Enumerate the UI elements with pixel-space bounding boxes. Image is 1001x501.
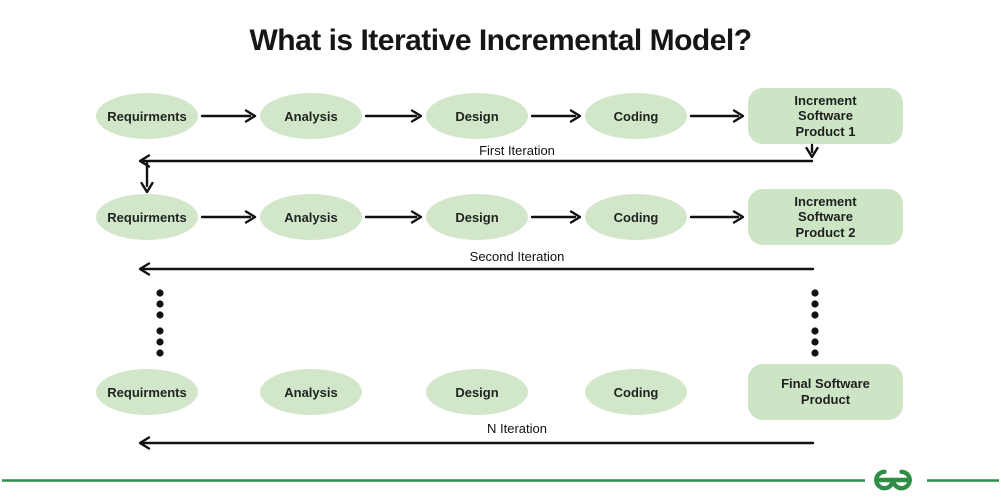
product-box-increment-2: Increment Software Product 2: [748, 189, 903, 245]
diagram-title: What is Iterative Incremental Model?: [249, 24, 752, 57]
stage-ellipse-coding-row1: Coding: [585, 93, 687, 139]
geeksforgeeks-logo-icon: [874, 469, 912, 491]
stage-ellipse-requirments-row2: Requirments: [96, 194, 198, 240]
product-box-final: Final Software Product: [748, 364, 903, 420]
continuation-dots-right: [811, 289, 819, 357]
stage-ellipse-analysis-row2: Analysis: [260, 194, 362, 240]
stage-ellipse-design-row3: Design: [426, 369, 528, 415]
stage-ellipse-coding-row3: Coding: [585, 369, 687, 415]
second-iteration-arrow: [138, 262, 815, 276]
stage-ellipse-analysis-row1: Analysis: [260, 93, 362, 139]
product-box-increment-1: Increment Software Product 1: [748, 88, 903, 144]
stage-ellipse-coding-row2: Coding: [585, 194, 687, 240]
stage-ellipse-design-row1: Design: [426, 93, 528, 139]
stage-ellipse-analysis-row3: Analysis: [260, 369, 362, 415]
second-iteration-label: Second Iteration: [469, 249, 565, 264]
stage-ellipse-requirments-row1: Requirments: [96, 93, 198, 139]
first-iteration-label: First Iteration: [479, 143, 555, 158]
n-iteration-arrow: [138, 436, 815, 450]
stage-ellipse-requirments-row3: Requirments: [96, 369, 198, 415]
stage-ellipse-design-row2: Design: [426, 194, 528, 240]
n-iteration-label: N Iteration: [487, 421, 547, 436]
continuation-dots-left: [156, 289, 164, 357]
